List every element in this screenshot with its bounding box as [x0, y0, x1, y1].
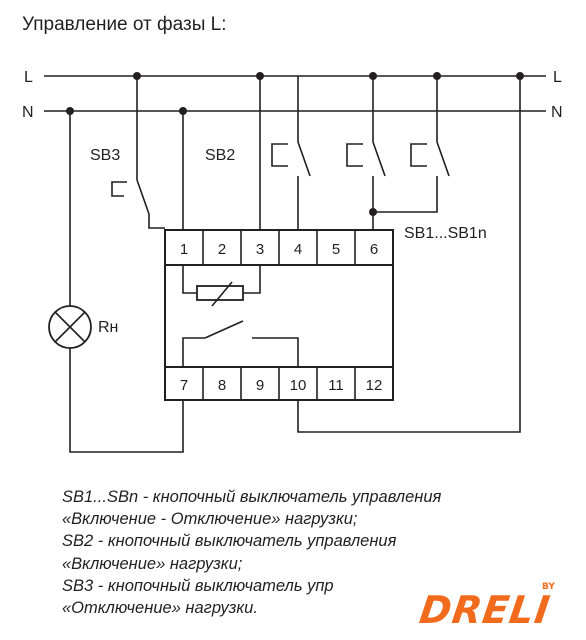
terminal-12: 12: [366, 377, 383, 394]
terminal-2: 2: [218, 241, 226, 258]
output-contact: [204, 320, 244, 339]
legend-line: «Включение» нагрузки;: [62, 554, 243, 573]
contact-wire-right: [252, 337, 299, 367]
terminal-6: 6: [370, 241, 378, 258]
terminal-8: 8: [218, 377, 226, 394]
relay-coil: [196, 285, 244, 301]
sb1n-label: SB1...SB1n: [404, 225, 487, 242]
legend-line: «Отключение» нагрузки.: [62, 599, 258, 618]
logo-wordmark: DRELI: [416, 588, 554, 632]
terminal-9: 9: [256, 377, 264, 394]
wiring-diagram: L N L N SB3 SB2 SB1...SB1n Rн 1 2 3 4 5 …: [22, 69, 563, 453]
sb2-button: [271, 143, 288, 167]
phase-label-right: L: [553, 69, 562, 86]
terminal-5: 5: [332, 241, 340, 258]
sb3-button: [111, 181, 127, 197]
legend: SB1...SBn - кнопочный выключатель управл…: [62, 486, 562, 619]
sb1n-button: [410, 143, 427, 167]
terminal-11: 11: [328, 377, 344, 394]
sb1n-contact: [436, 141, 450, 177]
logo-by: BY: [542, 582, 555, 592]
phase-label-left: L: [24, 69, 33, 86]
terminal-3: 3: [256, 241, 264, 258]
legend-line: SB1...SBn - кнопочный выключатель управл…: [62, 488, 442, 506]
sb2-label: SB2: [205, 147, 235, 164]
coil-wire-left: [182, 265, 197, 294]
legend-line: «Включение - Отключение» нагрузки;: [62, 510, 358, 529]
load-wire-bottom: [69, 348, 184, 453]
sb3-label: SB3: [90, 147, 120, 164]
sb1-button: [346, 143, 363, 167]
neutral-label-right: N: [551, 104, 563, 121]
terminal10-return: [297, 76, 521, 433]
terminal-1: 1: [180, 241, 188, 258]
sb3-contact: [136, 179, 150, 215]
legend-line: SB3 - кнопочный выключатель упр: [62, 576, 334, 595]
terminal-4: 4: [294, 241, 302, 258]
neutral-label-left: N: [22, 104, 34, 121]
brand-logo: DRELI BY: [390, 570, 580, 636]
sb1-contact: [372, 141, 386, 177]
diagram-title: Управление от фазы L:: [22, 14, 227, 35]
terminal-10: 10: [290, 377, 307, 394]
contact-wire-left: [182, 337, 205, 367]
legend-line: SB2 - кнопочный выключатель управления: [62, 532, 397, 551]
terminal-7: 7: [180, 377, 188, 394]
coil-wire-right: [243, 265, 261, 294]
load-label: Rн: [98, 319, 118, 336]
sb2-contact: [297, 141, 311, 177]
